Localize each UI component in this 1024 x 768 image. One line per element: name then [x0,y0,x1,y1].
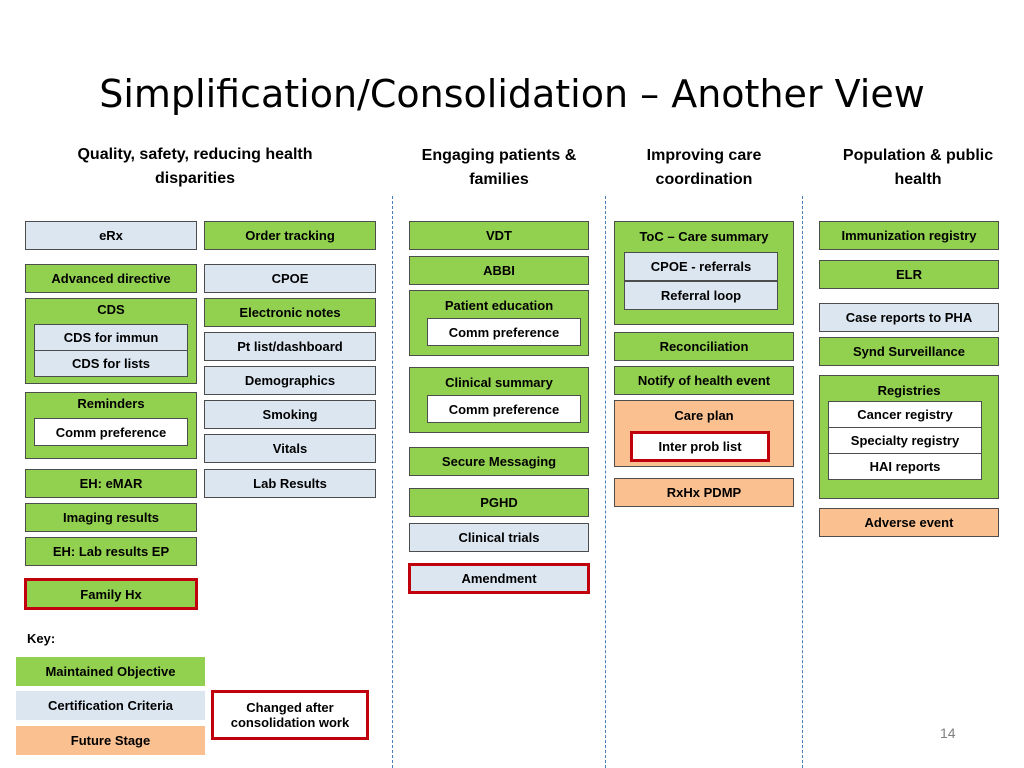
patient-education-group: Patient education Comm preference [409,290,589,356]
pt-list-dashboard-box: Pt list/dashboard [204,332,376,361]
pghd-box: PGHD [409,488,589,517]
demographics-box: Demographics [204,366,376,395]
secure-messaging-box: Secure Messaging [409,447,589,476]
family-hx-box: Family Hx [24,578,198,610]
abbi-box: ABBI [409,256,589,285]
key-label: Key: [27,631,56,646]
case-reports-pha-box: Case reports to PHA [819,303,999,332]
clinical-summary-title: Clinical summary [445,375,553,390]
key-certification-criteria: Certification Criteria [16,691,205,720]
comm-preference-box: Comm preference [427,395,581,423]
vdt-box: VDT [409,221,589,250]
column-divider [605,196,606,768]
cpoe-box: CPOE [204,264,376,293]
cds-title: CDS [97,302,125,317]
care-plan-title: Care plan [674,408,734,423]
order-tracking-box: Order tracking [204,221,376,250]
page-number: 14 [940,725,956,741]
clinical-summary-group: Clinical summary Comm preference [409,367,589,433]
slide-title: Simplification/Consolidation – Another V… [99,72,925,116]
cancer-registry-box: Cancer registry [828,401,982,428]
referral-loop-box: Referral loop [624,281,778,310]
adverse-event-box: Adverse event [819,508,999,537]
patient-education-title: Patient education [444,298,554,313]
reminders-title: Reminders [77,396,145,411]
cds-group: CDS CDS for immun CDS for lists [25,298,197,384]
key-changed-after-consolidation: Changed after consolidation work [211,690,369,740]
vitals-box: Vitals [204,434,376,463]
toc-care-summary-group: ToC – Care summary CPOE - referrals Refe… [614,221,794,325]
care-plan-group: Care plan Inter prob list [614,400,794,467]
erx-box: eRx [25,221,197,250]
column-header-quality: Quality, safety, reducing health dispari… [77,146,313,187]
cds-lists-box: CDS for lists [34,350,188,377]
cds-immun-box: CDS for immun [34,324,188,351]
key-future-stage: Future Stage [16,726,205,755]
registries-title: Registries [877,383,941,398]
eh-lab-results-box: EH: Lab results EP [25,537,197,566]
hai-reports-box: HAI reports [828,453,982,480]
electronic-notes-box: Electronic notes [204,298,376,327]
column-header-care: Improving care coordination [646,147,762,188]
imaging-results-box: Imaging results [25,503,197,532]
clinical-trials-box: Clinical trials [409,523,589,552]
synd-surveillance-box: Synd Surveillance [819,337,999,366]
cpoe-referrals-box: CPOE - referrals [624,252,778,281]
comm-preference-box: Comm preference [34,418,188,446]
notify-health-event-box: Notify of health event [614,366,794,395]
comm-preference-box: Comm preference [427,318,581,346]
elr-box: ELR [819,260,999,289]
smoking-box: Smoking [204,400,376,429]
inter-prob-list-box: Inter prob list [630,431,770,462]
toc-care-summary-title: ToC – Care summary [639,229,769,244]
amendment-box: Amendment [408,563,590,594]
lab-results-box: Lab Results [204,469,376,498]
column-divider [392,196,393,768]
column-header-population: Population & public health [842,147,994,188]
registries-group: Registries Cancer registry Specialty reg… [819,375,999,499]
specialty-registry-box: Specialty registry [828,427,982,454]
immunization-registry-box: Immunization registry [819,221,999,250]
key-maintained-objective: Maintained Objective [16,657,205,686]
rxhx-pdmp-box: RxHx PDMP [614,478,794,507]
eh-emar-box: EH: eMAR [25,469,197,498]
advanced-directive-box: Advanced directive [25,264,197,293]
reminders-group: Reminders Comm preference [25,392,197,459]
column-divider [802,196,803,768]
column-header-engaging: Engaging patients & families [421,147,577,188]
reconciliation-box: Reconciliation [614,332,794,361]
